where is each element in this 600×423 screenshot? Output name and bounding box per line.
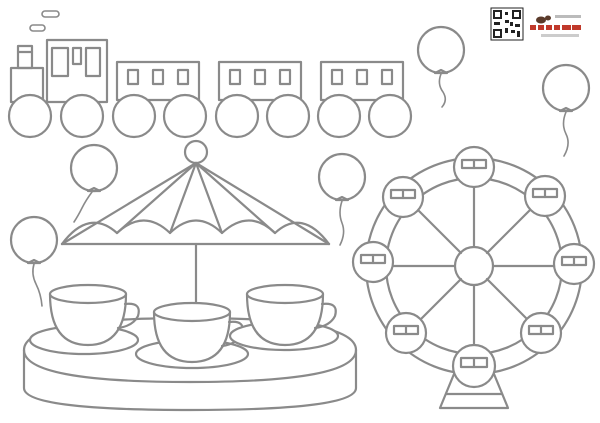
gondola <box>523 174 567 218</box>
train-car-1 <box>115 60 201 102</box>
gondola <box>351 240 395 284</box>
train-car-2 <box>217 60 303 102</box>
teacup-left <box>28 283 140 356</box>
train-locomotive <box>9 38 109 104</box>
ferris-wheel-spokes <box>384 176 564 356</box>
balloon-left-bottom <box>9 215 59 307</box>
gondola <box>384 311 428 355</box>
train <box>7 10 413 139</box>
train-smoke <box>29 10 60 32</box>
site-logo <box>529 15 581 37</box>
teacup-right <box>228 283 340 352</box>
train-car-3 <box>319 60 405 102</box>
gondola <box>452 145 496 189</box>
ferris-wheel-stand <box>438 372 510 410</box>
balloon-top-center <box>416 25 466 108</box>
gondola <box>552 242 596 286</box>
carousel-canopy <box>60 139 331 314</box>
ferris-wheel-gondolas <box>351 145 596 389</box>
balloon-top-right <box>541 63 591 157</box>
gondola <box>519 311 563 355</box>
teacup-center <box>134 301 250 370</box>
gondola <box>381 175 425 219</box>
qr-code <box>490 7 524 41</box>
train-wheels <box>7 93 413 139</box>
balloon-left-middle <box>69 143 119 223</box>
gondola <box>451 343 497 389</box>
balloon-right-middle <box>317 152 367 246</box>
